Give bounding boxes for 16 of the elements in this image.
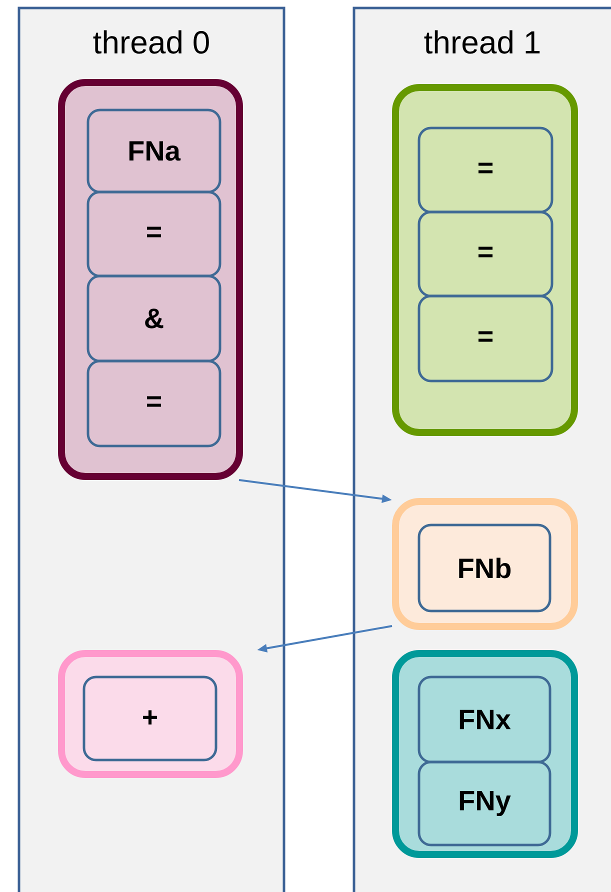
step-box: = xyxy=(86,360,222,448)
step-box: & xyxy=(86,274,222,362)
step-box: = xyxy=(418,126,554,214)
step-box: = xyxy=(86,190,222,278)
group-box xyxy=(392,498,578,630)
group-box xyxy=(392,84,578,436)
group-box xyxy=(58,650,243,778)
step-box: FNx xyxy=(418,676,552,764)
step-box: FNa xyxy=(86,108,222,194)
step-box: + xyxy=(82,676,218,762)
group-box xyxy=(58,79,243,480)
step-box: FNb xyxy=(418,524,552,612)
step-box: = xyxy=(418,210,554,298)
group-box xyxy=(392,650,578,858)
step-box: = xyxy=(418,294,554,382)
step-box: FNy xyxy=(418,760,552,846)
